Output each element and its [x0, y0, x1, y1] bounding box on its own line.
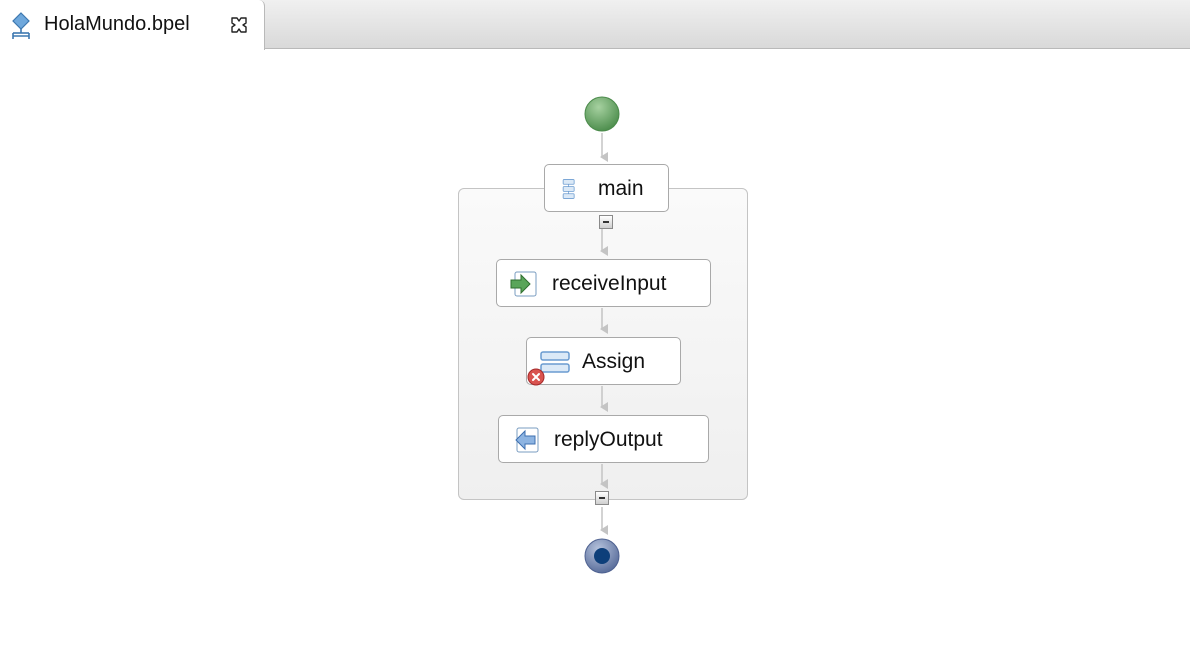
error-icon[interactable]: [527, 368, 545, 386]
activity-node-reply[interactable]: replyOutput: [498, 415, 709, 463]
receive-icon: [510, 271, 537, 297]
sequence-icon: [562, 179, 575, 199]
activity-node-label: Assign: [582, 350, 646, 373]
activity-node-label: replyOutput: [554, 428, 663, 451]
editor-tab[interactable]: HolaMundo.bpel: [0, 0, 265, 50]
sequence-node-label: main: [598, 177, 644, 200]
editor-tab-bar: HolaMundo.bpel: [0, 0, 1190, 50]
bpel-process-icon: [12, 12, 30, 39]
process-end-node[interactable]: [583, 537, 621, 575]
editor-tab-label: HolaMundo.bpel: [44, 13, 190, 35]
assign-icon: [540, 351, 570, 373]
close-icon[interactable]: [229, 15, 249, 35]
activity-node-receive[interactable]: receiveInput: [496, 259, 711, 307]
process-start-node[interactable]: [583, 95, 621, 133]
reply-icon: [515, 427, 539, 453]
activity-node-label: receiveInput: [552, 272, 667, 295]
collapse-sequence-bottom-button[interactable]: [595, 491, 609, 505]
activity-node-assign[interactable]: Assign: [526, 337, 681, 385]
sequence-node-main[interactable]: main: [544, 164, 669, 212]
collapse-sequence-top-button[interactable]: [599, 215, 613, 229]
